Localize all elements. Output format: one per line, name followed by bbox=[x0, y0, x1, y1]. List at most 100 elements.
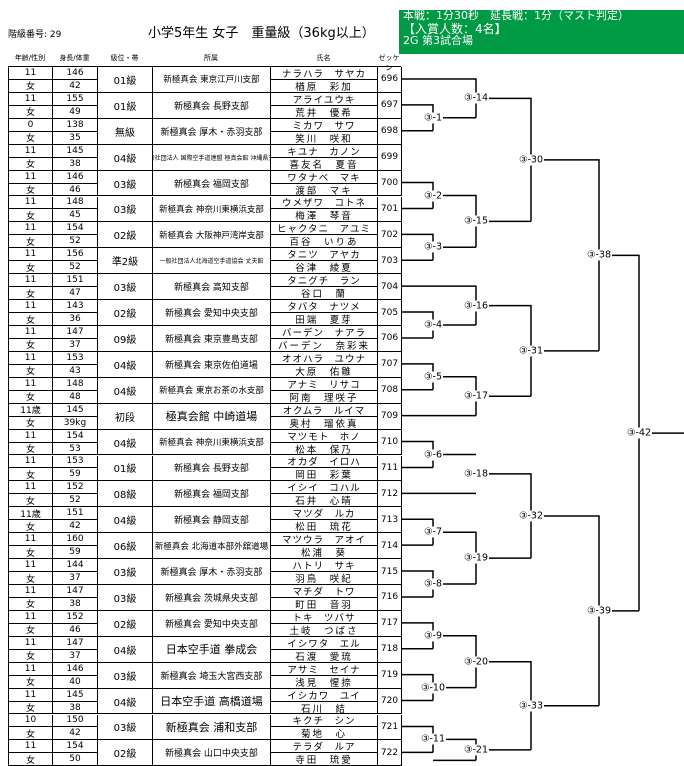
entry-gender: 女 bbox=[9, 675, 53, 689]
entry-number: 712 bbox=[378, 481, 402, 508]
entry-age: 11 bbox=[9, 326, 53, 339]
entry-number: 704 bbox=[378, 274, 402, 301]
entry-weight: 50 bbox=[53, 753, 98, 766]
entry-name-kanji: 大原 佑雛 bbox=[271, 364, 378, 378]
entry-grade: 04級 bbox=[98, 351, 153, 378]
entry-age: 11歳 bbox=[9, 403, 53, 417]
entry-name-kanji: 梅澤 琴音 bbox=[271, 209, 378, 223]
entry-dojo: 新極真会 東京江戸川支部 bbox=[153, 67, 271, 93]
entry-dojo: 新極真会 高知支部 bbox=[153, 274, 271, 301]
entry-name-kana: オオハラ ユウナ bbox=[271, 351, 378, 365]
entry-grade: 04級 bbox=[98, 507, 153, 534]
entry-name-kanji: 阿南 理咲子 bbox=[271, 390, 378, 404]
entry-name-kana: マツウラ アオイ bbox=[271, 533, 378, 547]
entry-name-kanji: 谷口 蘭 bbox=[271, 287, 378, 301]
entry-height: 156 bbox=[53, 248, 98, 262]
entry-name-kana: ミカワ サワ bbox=[271, 118, 378, 132]
entry-name-kana: ナラハラ サヤカ bbox=[271, 67, 378, 80]
entry-weight: 36 bbox=[53, 313, 98, 326]
match-label: ③-11 bbox=[419, 733, 447, 745]
entry-weight: 42 bbox=[53, 520, 98, 534]
entry-number: 719 bbox=[378, 662, 402, 689]
entry-grade: 01級 bbox=[98, 92, 153, 119]
entry-grade: 03級 bbox=[98, 662, 153, 689]
match-label: ③-21 bbox=[462, 744, 490, 756]
entry-dojo: 新極真会 東京豊島支部 bbox=[153, 326, 271, 352]
match-label: ③-4 bbox=[423, 319, 443, 331]
entry-number: 720 bbox=[378, 688, 402, 715]
entry-dojo: 新極真会 長野支部 bbox=[153, 92, 271, 119]
entry-age: 11 bbox=[9, 429, 53, 443]
entry-weight: 38 bbox=[53, 597, 98, 611]
entry-height: 154 bbox=[53, 222, 98, 236]
match-label: ③-16 bbox=[462, 300, 490, 312]
entry-height: 151 bbox=[53, 274, 98, 288]
entry-gender: 女 bbox=[9, 701, 53, 715]
entry-weight: 47 bbox=[53, 287, 98, 301]
entry-grade: 03級 bbox=[98, 196, 153, 223]
entry-grade: 03級 bbox=[98, 274, 153, 301]
match-label: ③-5 bbox=[423, 371, 443, 383]
entry-name-kanji: 笑川 咲和 bbox=[271, 131, 378, 145]
info-banner: 本戦：1分30秒 延長戦：1分（マスト判定） 【入賞人数：4名】 2G 第3試合… bbox=[399, 9, 684, 54]
entry-gender: 女 bbox=[9, 546, 53, 560]
entry-name-kanji: 石井 心晴 bbox=[271, 494, 378, 508]
entry-age: 11 bbox=[9, 274, 53, 288]
col-dojo: 所属 bbox=[204, 54, 218, 62]
entry-dojo: 新極真会 東京佐伯道場 bbox=[153, 351, 271, 378]
entry-dojo: 極真会館 中崎道場 bbox=[153, 403, 271, 430]
entry-name-kana: タニグチ ラン bbox=[271, 274, 378, 288]
entry-name-kanji: 菊地 心 bbox=[271, 727, 378, 741]
entry-weight: 48 bbox=[53, 390, 98, 404]
entry-name-kana: タニツ アヤカ bbox=[271, 248, 378, 262]
entry-height: 147 bbox=[53, 585, 98, 598]
entry-dojo: 新極真会 茨城県央支部 bbox=[153, 585, 271, 611]
entry-age: 11 bbox=[9, 222, 53, 236]
entry-dojo: 新極真会 山口中央支部 bbox=[153, 740, 271, 766]
entry-name-kanji: 浅見 惺捺 bbox=[271, 675, 378, 689]
entry-dojo: 新極真会 東京お茶の水支部 bbox=[153, 377, 271, 404]
entry-grade: 08級 bbox=[98, 481, 153, 508]
entry-weight: 38 bbox=[53, 701, 98, 715]
entry-gender: 女 bbox=[9, 520, 53, 534]
entry-name-kana: オクムラ ルイマ bbox=[271, 403, 378, 417]
col-name: 氏名 bbox=[316, 54, 331, 62]
entry-weight: 37 bbox=[53, 338, 98, 352]
entry-height: 148 bbox=[53, 196, 98, 210]
entry-weight: 52 bbox=[53, 494, 98, 508]
match-label: ③-39 bbox=[585, 605, 613, 617]
entry-weight: 43 bbox=[53, 364, 98, 378]
entry-weight: 37 bbox=[53, 649, 98, 663]
entry-height: 143 bbox=[53, 300, 98, 314]
entry-age: 11歳 bbox=[9, 507, 53, 521]
entry-dojo: 新極真会 厚木・赤羽支部 bbox=[153, 118, 271, 145]
entry-age: 11 bbox=[9, 67, 53, 80]
entry-age: 11 bbox=[9, 377, 53, 391]
entry-weight: 59 bbox=[53, 546, 98, 560]
tournament-bracket bbox=[401, 78, 684, 762]
entry-grade: 03級 bbox=[98, 559, 153, 585]
match-label: ③-7 bbox=[423, 526, 443, 538]
entry-height: 145 bbox=[53, 144, 98, 158]
entry-number: 717 bbox=[378, 610, 402, 637]
match-label: ③-19 bbox=[462, 552, 490, 564]
entry-name-kana: タバタ ナツメ bbox=[271, 300, 378, 314]
entry-age: 11 bbox=[9, 740, 53, 754]
entry-name-kanji: 荒井 優希 bbox=[271, 105, 378, 119]
entry-grade: 03級 bbox=[98, 170, 153, 197]
entry-name-kanji: 渡部 マキ bbox=[271, 183, 378, 197]
col-height-weight: 身長/体重 bbox=[59, 54, 90, 62]
entry-name-kanji: 寺田 琉愛 bbox=[271, 753, 378, 766]
entry-number: 710 bbox=[378, 429, 402, 456]
entry-gender: 女 bbox=[9, 442, 53, 456]
entry-name-kana: マツモト ホノ bbox=[271, 429, 378, 443]
entry-name-kana: イシイ コハル bbox=[271, 481, 378, 495]
entry-name-kana: マツダ ルカ bbox=[271, 507, 378, 521]
entry-height: 153 bbox=[53, 351, 98, 365]
entry-height: 160 bbox=[53, 533, 98, 547]
entry-gender: 女 bbox=[9, 287, 53, 301]
entry-gender: 女 bbox=[9, 157, 53, 171]
entry-height: 144 bbox=[53, 559, 98, 573]
col-age-gender: 年齢/性別 bbox=[14, 54, 46, 62]
entry-age: 11 bbox=[9, 662, 53, 676]
